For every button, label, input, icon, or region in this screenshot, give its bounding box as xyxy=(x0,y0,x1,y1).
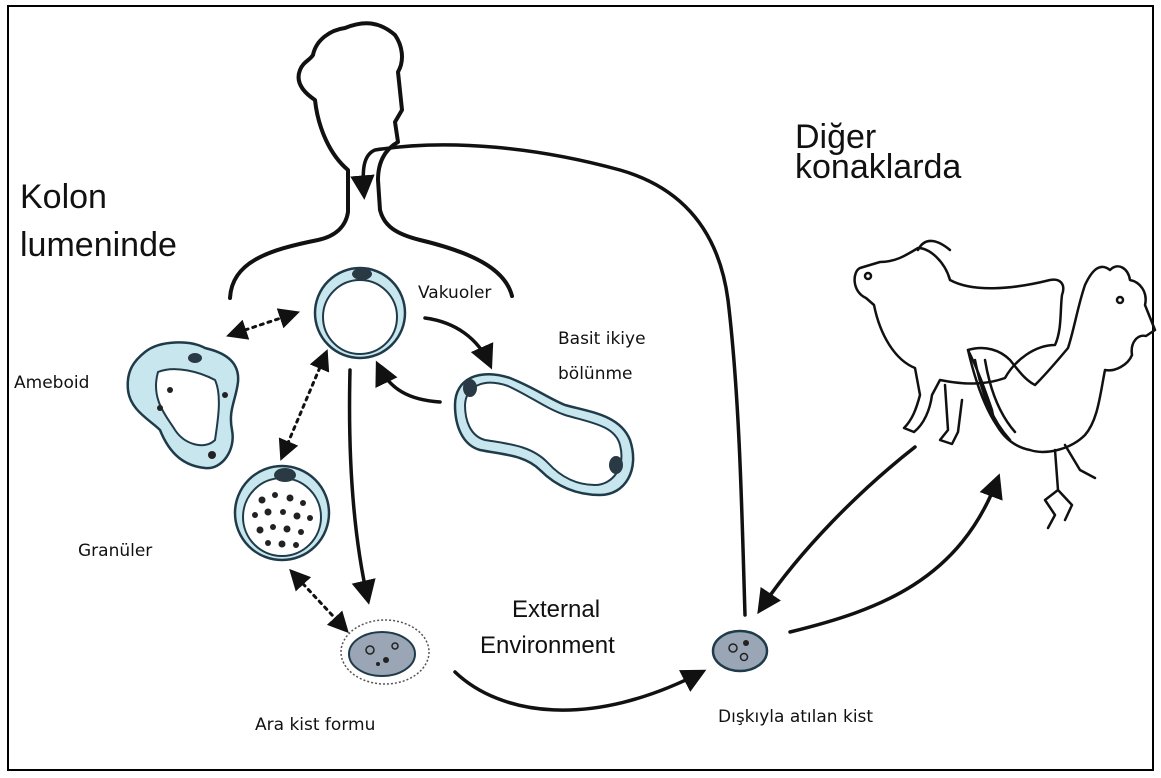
label-fecal-cyst: Dışkıyla atılan kist xyxy=(718,708,873,728)
label-other-hosts-2: konaklarda xyxy=(795,148,961,187)
dividing-cell xyxy=(455,374,633,495)
fecal-cyst xyxy=(713,631,767,671)
pig-icon xyxy=(855,241,1064,444)
arrow-hosts-to-cyst xyxy=(760,447,915,610)
arrow-cyst-to-hosts xyxy=(790,478,998,632)
label-external-2: Environment xyxy=(480,632,615,660)
label-colon-2: lumeninde xyxy=(20,226,177,265)
arrow-fission-to-vacuolar xyxy=(378,365,440,402)
amoeboid-cell xyxy=(128,342,238,468)
arrow-dotted-granular-cyst xyxy=(292,572,346,630)
label-vacuolar: Vakuoler xyxy=(418,284,491,304)
label-granular: Granüler xyxy=(78,542,152,562)
arrow-vacuolar-to-cyst xyxy=(350,370,368,600)
vacuolar-cell xyxy=(315,268,405,358)
label-intermediate-cyst: Ara kist formu xyxy=(255,716,375,736)
arrow-dotted-amoeboid-vacuolar xyxy=(230,313,296,335)
arrow-cyst-to-environment xyxy=(455,672,702,710)
label-colon: Kolon xyxy=(20,178,107,217)
label-binary-fission-2: bölünme xyxy=(558,365,632,385)
label-amoeboid: Ameboid xyxy=(14,374,89,394)
human-silhouette-icon xyxy=(230,23,512,298)
label-binary-fission: Basit ikiye xyxy=(558,330,646,350)
intermediate-cyst xyxy=(341,620,429,684)
granular-cell xyxy=(235,466,329,560)
arrow-dotted-vacuolar-granular xyxy=(282,353,326,457)
label-external: External xyxy=(512,596,600,624)
arrow-ingestion xyxy=(363,145,745,615)
arrow-vacuolar-to-fission xyxy=(425,318,490,365)
